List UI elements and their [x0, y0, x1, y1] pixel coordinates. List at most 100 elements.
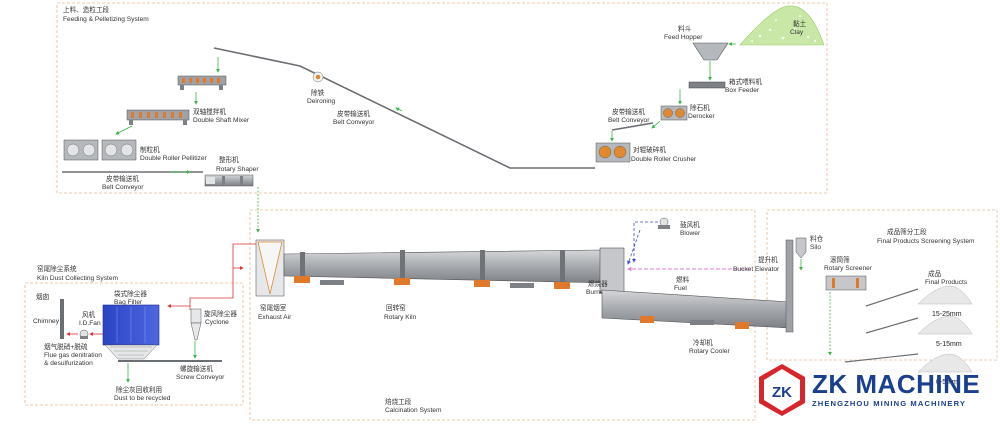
screening-section-title-en: Final Products Screening System	[877, 238, 975, 245]
double-shaft-mixer-label-cn: 双轴搅拌机	[193, 107, 226, 116]
pelletizer-label-cn: 制粒机	[140, 145, 160, 154]
pelletizer-label-en: Double Roller Pellitizer	[140, 155, 208, 162]
silo	[795, 237, 807, 259]
denitration-label-en1: Flue gas denitration	[44, 352, 102, 359]
feeding-section-title-en: Feeding & Pelletizing System	[63, 16, 149, 23]
fuel-label-cn: 燃料	[676, 275, 690, 284]
rotary-kiln-label-en: Rotary Kiln	[384, 314, 417, 321]
final-products-label-cn: 成品	[928, 269, 942, 278]
burner-label-cn: 燃烧器	[588, 279, 608, 288]
derocker-label-en: Derocker	[688, 113, 716, 120]
company-logo: ZK	[759, 364, 805, 416]
product-size-3: 0-5mm	[936, 379, 958, 386]
cyclone-label-en: Cyclone	[205, 319, 229, 326]
logo-name: ZK MACHINE	[812, 369, 980, 399]
rotary-screener-label-cn: 滚筒筛	[830, 255, 850, 264]
product-pile-2	[917, 315, 973, 335]
calcination-section-title-en: Calcination System	[385, 407, 442, 414]
id-fan	[79, 329, 89, 339]
double-roller-crusher-label-en: Double Roller Crusher	[631, 156, 697, 163]
box-feeder-label-cn: 箱式喂料机	[729, 77, 762, 86]
double-roller-pelletizer-1	[63, 139, 99, 161]
double-roller-crusher-label-cn: 对辊破碎机	[633, 145, 666, 154]
product-pile-3	[917, 353, 973, 373]
belt-conveyor-left-label-en: Belt Conveyor	[102, 184, 144, 191]
product-size-1: 15-25mm	[932, 311, 962, 318]
feeding-section-title-cn: 上料、造粒工段	[63, 5, 110, 14]
screening-section-title-cn: 成品筛分工段	[887, 227, 927, 236]
screening-section-border	[766, 209, 998, 361]
burner-label-en: Burner	[586, 289, 607, 296]
belt-conveyor-right-label-en: Belt Conveyor	[608, 117, 650, 124]
rotary-shaper-label-en: Rotary Shaper	[216, 166, 259, 173]
feed-hopper	[692, 42, 729, 61]
kiln-tyres	[300, 250, 565, 282]
blower-label-cn: 鼓风机	[680, 220, 700, 229]
double-shaft-mixer-1	[177, 75, 227, 90]
blower-label-en: Blower	[680, 230, 701, 237]
rotary-screener-label-en: Rotary Screener	[824, 265, 873, 272]
deironing-label-en: Deironing	[307, 98, 336, 105]
double-shaft-mixer-2	[126, 109, 190, 125]
dust-recycle-label-cn: 除尘灰回收利用	[116, 385, 162, 394]
dust-section-title-cn: 窑尾除尘系统	[37, 264, 77, 273]
bag-filter-label-en: Bag Filter	[114, 299, 143, 306]
box-feeder	[688, 81, 726, 89]
product-pile-1	[917, 285, 973, 305]
bucket-elevator-label-en: Bucket Elevator	[733, 266, 780, 273]
cyclone	[190, 308, 202, 341]
cyclone-label-cn: 旋风除尘器	[204, 309, 237, 318]
derocker	[660, 105, 688, 121]
clay-texture	[751, 15, 817, 43]
screw-conveyor-label-cn: 螺旋输送机	[180, 364, 213, 373]
bucket-elevator	[785, 239, 794, 333]
main-belt-conveyor	[213, 47, 595, 169]
double-roller-crusher	[595, 142, 631, 163]
belt-conveyor-right-label-cn: 皮带输送机	[612, 107, 645, 116]
deironing-label-cn: 除铁	[311, 88, 325, 97]
silo-label-en: Silo	[810, 244, 821, 251]
belt-conveyor-mid-label-cn: 皮带输送机	[337, 109, 370, 118]
cooler-supports	[640, 316, 749, 329]
belt-conveyor-mid-label-en: Belt Conveyor	[333, 119, 375, 126]
exhaust-air-label-cn: 窑尾烟室	[260, 303, 287, 312]
blower	[658, 217, 670, 229]
section-borders	[24, 2, 998, 421]
id-fan-label-cn: 风机	[82, 310, 96, 319]
chimney	[60, 299, 64, 339]
feed-hopper-label-cn: 料斗	[678, 24, 692, 33]
denitration-label-cn: 烟气脱硝+脱硫	[44, 342, 88, 351]
feeding-section-border	[56, 2, 828, 194]
box-feeder-label-en: Box Feeder	[725, 87, 760, 94]
rotary-kiln-label-cn: 回转窑	[386, 303, 406, 312]
rotary-screener	[825, 275, 867, 291]
belt-conveyor-left-label-cn: 皮带输送机	[106, 174, 139, 183]
silo-label-cn: 料仓	[810, 234, 824, 243]
clay-label-cn: 黏土	[793, 19, 807, 28]
chimney-label-cn: 烟囱	[36, 292, 49, 301]
logo-mark-text: ZK	[772, 384, 792, 401]
bucket-elevator-label-cn: 提升机	[758, 255, 778, 264]
fuel-label-en: Fuel	[674, 285, 687, 292]
bag-filter-label-cn: 袋式除尘器	[114, 289, 147, 298]
feed-hopper-label-en: Feed Hopper	[664, 34, 703, 41]
dust-recycle-label-en: Dust to be recycled	[114, 395, 171, 402]
deironing-magnet	[312, 71, 324, 83]
logo-subtitle: ZHENGZHOU MINING MACHINERY	[812, 399, 966, 408]
screw-conveyor-label-en: Screw Conveyor	[176, 374, 225, 381]
rotary-shaper-label-cn: 整形机	[219, 155, 239, 164]
denitration-label-en2: & desulfurization	[44, 360, 93, 367]
clay-pile	[739, 5, 825, 46]
derocker-label-cn: 除石机	[690, 103, 710, 112]
rotary-cooler-label-en: Rotary Cooler	[689, 348, 730, 355]
double-roller-pelletizer-2	[101, 139, 137, 161]
double-shaft-mixer-label-en: Double Shaft Mixer	[193, 117, 250, 124]
kiln-end-chamber	[255, 239, 285, 297]
bag-filter	[102, 304, 160, 360]
final-products-label-en: Final Products	[925, 279, 968, 286]
dust-section-title-en: Kiln Dust Collecting System	[37, 275, 118, 282]
chimney-label-en: Chimney	[33, 318, 60, 325]
calcination-section-title-cn: 焙烧工段	[385, 397, 412, 406]
rotary-shaper	[204, 174, 254, 187]
